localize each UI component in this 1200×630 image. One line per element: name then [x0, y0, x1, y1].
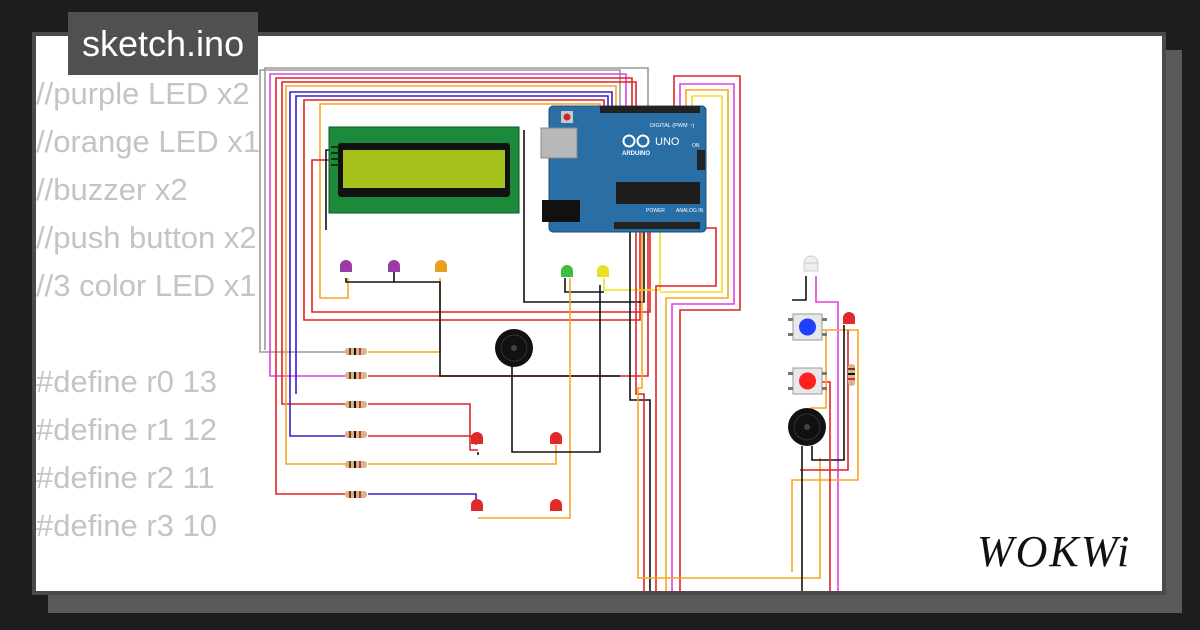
- wire[interactable]: [275, 77, 633, 495]
- wire[interactable]: [281, 81, 637, 405]
- wire[interactable]: [303, 99, 641, 321]
- lcd-display[interactable]: [328, 126, 520, 214]
- resistor[interactable]: [345, 431, 367, 438]
- code-line: #define r0 13: [36, 364, 217, 399]
- code-line: #define r1 12: [36, 412, 217, 447]
- wire[interactable]: [345, 272, 395, 283]
- wire[interactable]: [285, 85, 617, 465]
- wire[interactable]: [295, 95, 609, 394]
- resistor[interactable]: [345, 401, 367, 408]
- wire[interactable]: [259, 69, 621, 353]
- resistor[interactable]: [345, 491, 367, 498]
- analog-header: [614, 222, 700, 229]
- wire[interactable]: [264, 67, 649, 350]
- wire[interactable]: [635, 230, 645, 600]
- wire[interactable]: [556, 278, 571, 519]
- led-yellow[interactable]: [597, 265, 609, 277]
- wire[interactable]: [792, 276, 807, 301]
- wire[interactable]: [660, 95, 723, 293]
- wire[interactable]: [368, 403, 478, 451]
- wire[interactable]: [810, 330, 827, 409]
- resistor[interactable]: [345, 372, 367, 379]
- code-line: //purple LED x2: [36, 76, 250, 111]
- power-jack: [542, 200, 580, 222]
- arduino-logo-icon: [622, 134, 650, 148]
- power-label: POWER: [646, 208, 665, 214]
- code-line: //3 color LED x1: [36, 268, 257, 303]
- wire[interactable]: [289, 91, 613, 437]
- wokwi-logo: WOKWi: [977, 527, 1131, 576]
- buzzer[interactable]: [495, 329, 533, 367]
- wire[interactable]: [665, 89, 729, 600]
- led-red[interactable]: [471, 499, 483, 511]
- wire[interactable]: [368, 445, 557, 465]
- code-line: //orange LED x1: [36, 124, 261, 159]
- wire[interactable]: [637, 230, 821, 579]
- led-row: [340, 255, 855, 511]
- wire[interactable]: [822, 381, 831, 600]
- wire[interactable]: [511, 285, 601, 453]
- lcd-screen: [343, 150, 505, 188]
- wire[interactable]: [523, 130, 645, 303]
- wire[interactable]: [564, 278, 604, 293]
- wire[interactable]: [791, 329, 859, 572]
- wires: [259, 67, 859, 600]
- wire[interactable]: [603, 230, 661, 291]
- resistors: [345, 348, 855, 498]
- rgb-led[interactable]: [803, 255, 819, 272]
- board-model: UNO: [655, 136, 680, 148]
- led-green[interactable]: [561, 265, 573, 277]
- wire[interactable]: [368, 278, 441, 353]
- led-red[interactable]: [471, 432, 483, 444]
- wire[interactable]: [319, 103, 601, 299]
- board-brand: ARDUINO: [622, 151, 650, 157]
- resistor[interactable]: [345, 348, 367, 355]
- code-line: //push button x2: [36, 220, 257, 255]
- led-red[interactable]: [550, 432, 562, 444]
- code-line: //buzzer x2: [36, 172, 188, 207]
- push-button-blue[interactable]: [788, 313, 827, 341]
- led-red[interactable]: [843, 312, 855, 324]
- digital-header: [600, 106, 700, 113]
- wire[interactable]: [815, 276, 839, 600]
- analog-label: ANALOG IN: [676, 208, 704, 214]
- push-button-red[interactable]: [788, 367, 827, 395]
- resistor[interactable]: [848, 364, 855, 386]
- on-label: ON: [692, 143, 700, 149]
- filename-tab[interactable]: sketch.ino: [68, 12, 259, 75]
- usb-port: [540, 127, 578, 159]
- code-line: #define r2 11: [36, 460, 215, 495]
- led-purple[interactable]: [340, 260, 352, 272]
- led-purple[interactable]: [388, 260, 400, 272]
- resistor[interactable]: [345, 461, 367, 468]
- wire[interactable]: [671, 83, 735, 600]
- wire[interactable]: [811, 325, 845, 461]
- wire[interactable]: [394, 281, 620, 377]
- arduino-uno-board[interactable]: DIGITAL (PWM ~) ANALOG IN POWER ON UNO A…: [540, 105, 707, 233]
- wire[interactable]: [800, 330, 849, 471]
- wire[interactable]: [368, 493, 477, 505]
- buzzer[interactable]: [788, 408, 826, 446]
- atmega-chip: [616, 182, 700, 204]
- wire[interactable]: [655, 227, 717, 600]
- code-line: #define r3 10: [36, 508, 217, 543]
- led-red[interactable]: [550, 499, 562, 511]
- led-orange[interactable]: [435, 260, 447, 272]
- wire[interactable]: [368, 435, 477, 445]
- code-preview: //purple LED x2 //orange LED x1 //buzzer…: [36, 70, 260, 550]
- wire[interactable]: [629, 230, 651, 600]
- svg-text:WOKWi: WOKWi: [977, 527, 1131, 576]
- digital-label: DIGITAL (PWM ~): [650, 123, 694, 129]
- wire[interactable]: [673, 75, 741, 600]
- wire[interactable]: [311, 159, 651, 313]
- wire[interactable]: [269, 73, 627, 377]
